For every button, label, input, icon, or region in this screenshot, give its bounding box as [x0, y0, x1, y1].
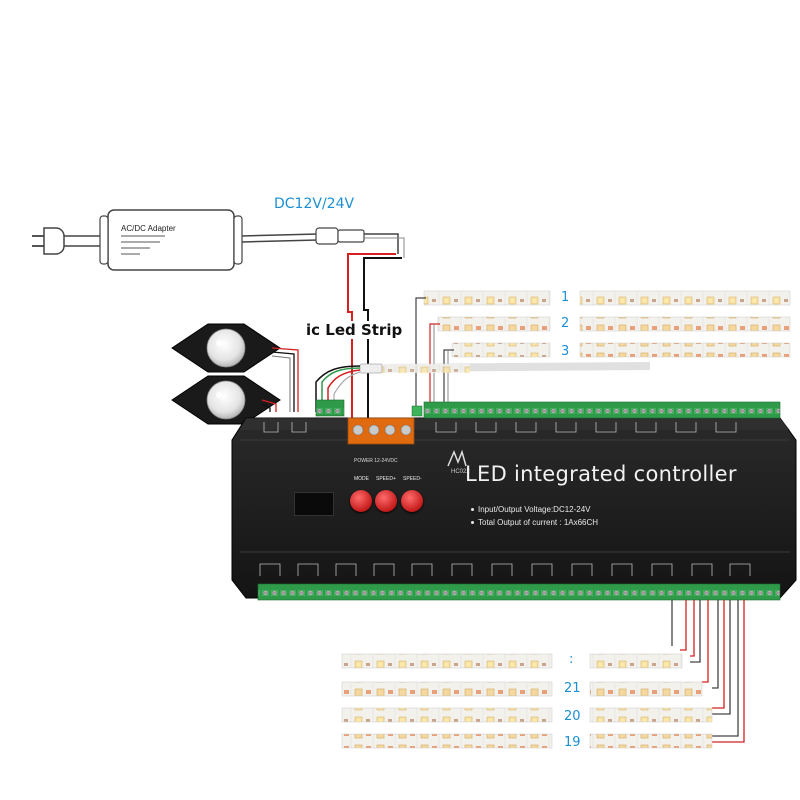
controller-display: [294, 492, 334, 516]
strip-number-1: 1: [561, 290, 570, 305]
power-terminal: [347, 417, 415, 445]
top-led-strips: [423, 290, 791, 358]
spec-current: Total Output of current : 1Ax66CH: [478, 518, 599, 527]
ic-strip-label: ic Led Strip: [304, 321, 405, 339]
speed-plus-button-label: SPEED+: [376, 476, 396, 482]
speed-minus-button-label: SPEED-: [403, 476, 422, 482]
pir-sensor-2: [171, 375, 281, 425]
strip-number-19: 19: [564, 735, 581, 750]
brand-logo-icon: [447, 449, 467, 467]
bottom-strip-wires: [671, 600, 745, 743]
dc-voltage-label: DC12V/24V: [274, 196, 355, 212]
top-terminal-blocks: [315, 399, 781, 419]
pir-sensor-1: [171, 323, 281, 373]
spec-voltage: Input/Output Voltage:DC12-24V: [478, 505, 591, 514]
speed-minus-button[interactable]: [401, 490, 423, 512]
strip-number-2: 2: [561, 316, 570, 331]
bottom-terminal-blocks: [257, 583, 781, 601]
bottom-output-markings: [259, 563, 751, 576]
ac-plug-icon: [32, 227, 108, 255]
bottom-led-strips: [341, 653, 713, 749]
speed-plus-button[interactable]: [375, 490, 397, 512]
power-terminal-label: POWER 12-24VDC: [354, 458, 398, 464]
strip-number-3: 3: [561, 344, 570, 359]
controller-title: LED integrated controller: [465, 462, 737, 486]
ac-dc-adapter: [99, 209, 243, 271]
adapter-label: AC/DC Adapter: [121, 224, 176, 233]
pir-sensor-wires: [261, 347, 299, 412]
dc-cable: [241, 227, 405, 426]
controller-model: HC022: [451, 469, 470, 475]
strip-number-21: 21: [564, 681, 581, 696]
mode-button[interactable]: [350, 490, 372, 512]
top-strip-wires: [415, 297, 454, 412]
mode-button-label: MODE: [354, 476, 369, 482]
ic-led-strip: [315, 362, 651, 412]
strip-number-20: 20: [564, 709, 581, 724]
top-output-markings: [263, 422, 737, 433]
strip-number-ellipsis: :: [569, 652, 574, 667]
